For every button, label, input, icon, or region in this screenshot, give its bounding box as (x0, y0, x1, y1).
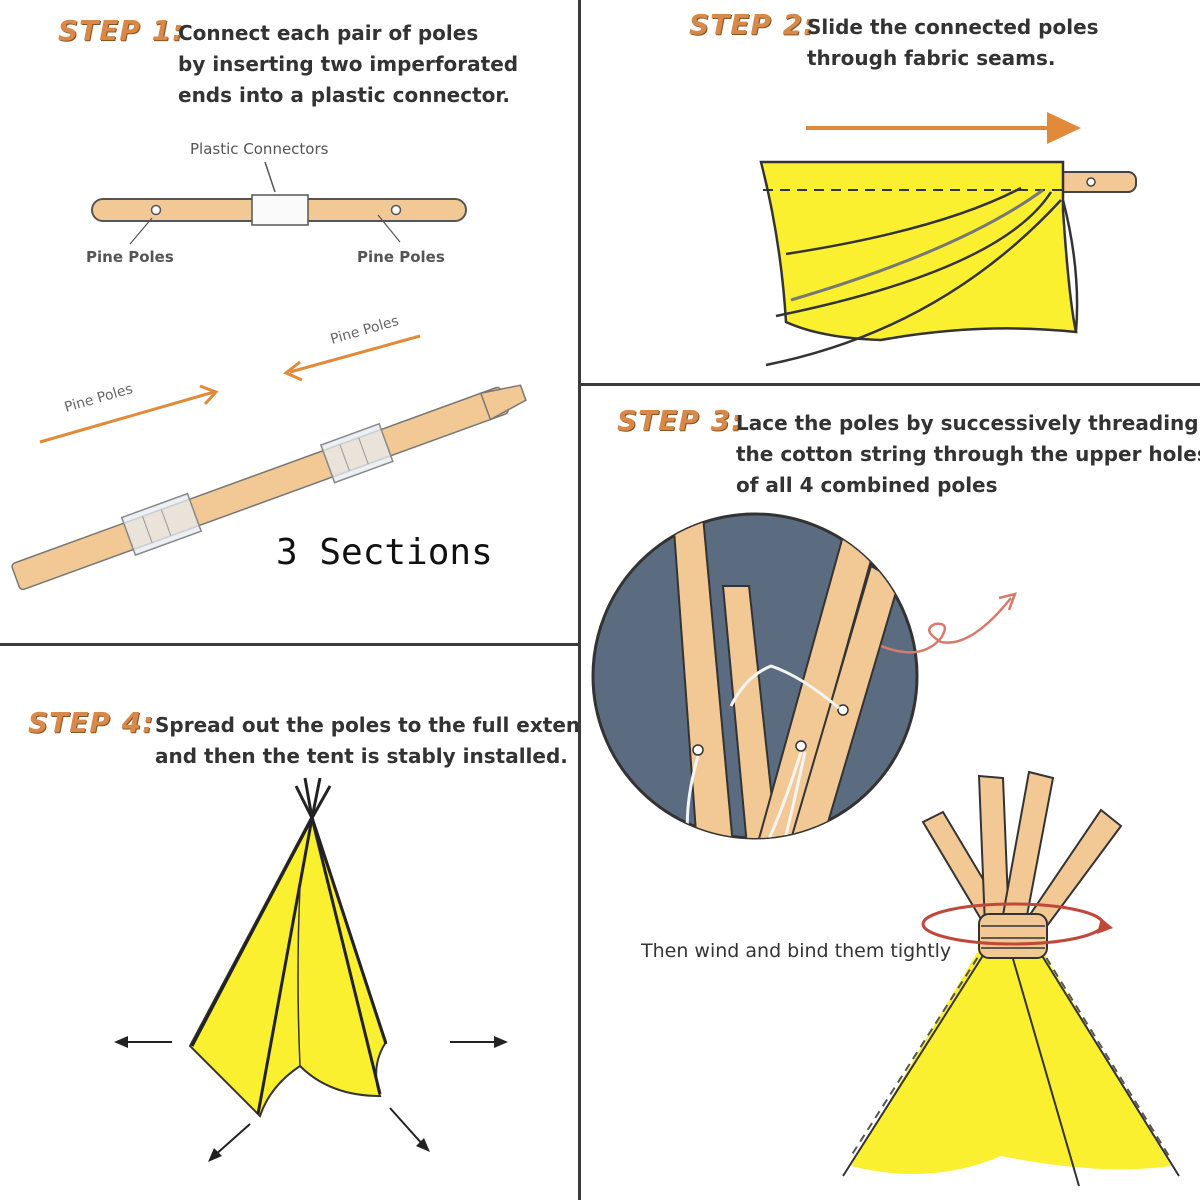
bind-label: Then wind and bind them tightly (641, 940, 952, 962)
pine-pole-left (91, 198, 273, 222)
step4-tag: STEP 4: (28, 706, 155, 739)
vertical-divider (578, 0, 581, 1200)
pine-poles-arrow-label-right: Pine Poles (329, 313, 401, 348)
step1-tag: STEP 1: (58, 14, 185, 47)
pole-hole (150, 204, 162, 216)
step1-panel: STEP 1: Connect each pair of poles by in… (0, 0, 578, 643)
divider-top-right (578, 383, 1200, 386)
step4-line: and then the tent is stably installed. (155, 744, 568, 768)
pine-pole-right (289, 198, 467, 222)
step2-panel: STEP 2: Slide the connected poles throug… (581, 0, 1200, 383)
step4-illustration (114, 777, 508, 1162)
sections-label: 3 Sections (276, 532, 493, 573)
step3-tag: STEP 3: (617, 404, 744, 437)
pine-poles-label-right: Pine Poles (357, 248, 445, 266)
assembled-pole (11, 384, 527, 591)
step4-instructions: Spread out the poles to the full extent,… (155, 710, 578, 772)
curl-arrow (880, 597, 1012, 654)
tent-top-fabric (851, 946, 1171, 1174)
step2-line: Slide the connected poles (807, 15, 1099, 39)
binding-wrap (978, 913, 1048, 959)
step2-illustration (759, 112, 1137, 367)
step1-line: by inserting two imperforated (178, 52, 519, 76)
step4-line: Spread out the poles to the full extent, (155, 713, 578, 737)
step3-line: of all 4 combined poles (736, 473, 998, 497)
step2-instructions: Slide the connected poles through fabric… (807, 12, 1099, 74)
step2-tag: STEP 2: (689, 8, 816, 41)
plastic-connectors-label: Plastic Connectors (190, 140, 329, 158)
step3-illustration (591, 512, 1180, 1187)
step1-line: Connect each pair of poles (178, 21, 479, 45)
step3-line: the cotton string through the upper hole… (736, 442, 1200, 466)
fabric-sleeve (759, 160, 1078, 342)
step1-instructions: Connect each pair of poles by inserting … (178, 18, 518, 111)
pole-hole (390, 204, 402, 216)
step3-line: Lace the poles by successively threading (736, 411, 1199, 435)
plastic-connector (251, 194, 309, 226)
pine-poles-label-left: Pine Poles (86, 248, 174, 266)
pine-poles-arrow-label-left: Pine Poles (63, 381, 135, 416)
step3-instructions: Lace the poles by successively threading… (736, 408, 1200, 501)
step1-illustration: Pine Poles Pine Poles (11, 161, 527, 591)
divider-left-middle (0, 643, 580, 646)
step2-line: through fabric seams. (807, 46, 1056, 70)
step1-line: ends into a plastic connector. (178, 83, 511, 107)
step4-panel: STEP 4: Spread out the poles to the full… (0, 646, 578, 1200)
step3-panel: STEP 3: Lace the poles by successively t… (581, 386, 1200, 1200)
